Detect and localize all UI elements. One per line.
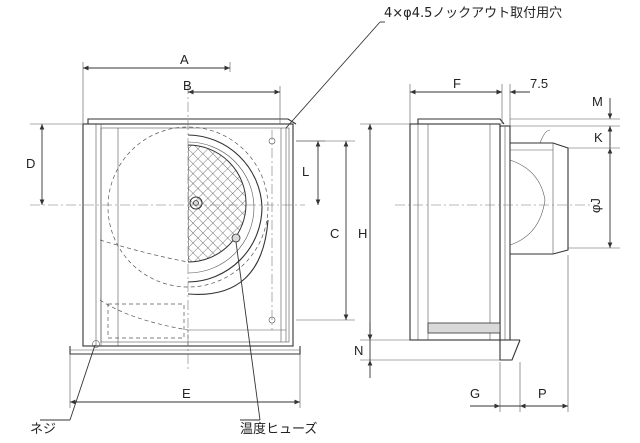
dim-label-D: D <box>26 156 35 171</box>
fuse-note: 温度ヒューズ <box>240 421 317 437</box>
side-body-outline <box>409 123 501 341</box>
front-callouts: 4×φ4.5ノックアウト取付用穴 ネジ 温度ヒューズ <box>30 6 562 437</box>
side-bottom-shelf <box>427 322 501 334</box>
dim-label-J: φJ <box>588 198 603 213</box>
dim-label-P: P <box>538 386 547 401</box>
dim-label-M: M <box>592 94 603 109</box>
side-dimensions: F 7.5 H N M K φJ G <box>354 76 620 412</box>
dim-label-A: A <box>180 52 189 67</box>
dim-label-B: B <box>183 78 192 93</box>
dim-label-F: F <box>453 76 461 91</box>
fan-hub <box>189 196 203 210</box>
mesh-guard <box>188 144 247 263</box>
fan-outline <box>107 126 269 288</box>
hood <box>510 142 569 255</box>
front-dimensions: A B D L C E <box>26 52 355 408</box>
dim-label-E: E <box>182 386 191 401</box>
fan-housing <box>188 134 263 283</box>
dim-label-H: H <box>358 226 367 241</box>
dim-label-offset: 7.5 <box>530 76 548 91</box>
dim-label-C: C <box>330 226 339 241</box>
side-view <box>395 118 595 361</box>
dim-label-N: N <box>354 343 363 358</box>
dim-label-L: L <box>302 164 309 179</box>
screw <box>92 340 100 348</box>
screw-note: ネジ <box>30 422 56 437</box>
front-top-lip <box>87 118 297 125</box>
front-view <box>30 84 305 372</box>
temperature-fuse <box>231 233 241 243</box>
dim-label-K: K <box>594 130 603 145</box>
knockout-note: 4×φ4.5ノックアウト取付用穴 <box>384 6 562 21</box>
dim-label-G: G <box>470 386 480 401</box>
